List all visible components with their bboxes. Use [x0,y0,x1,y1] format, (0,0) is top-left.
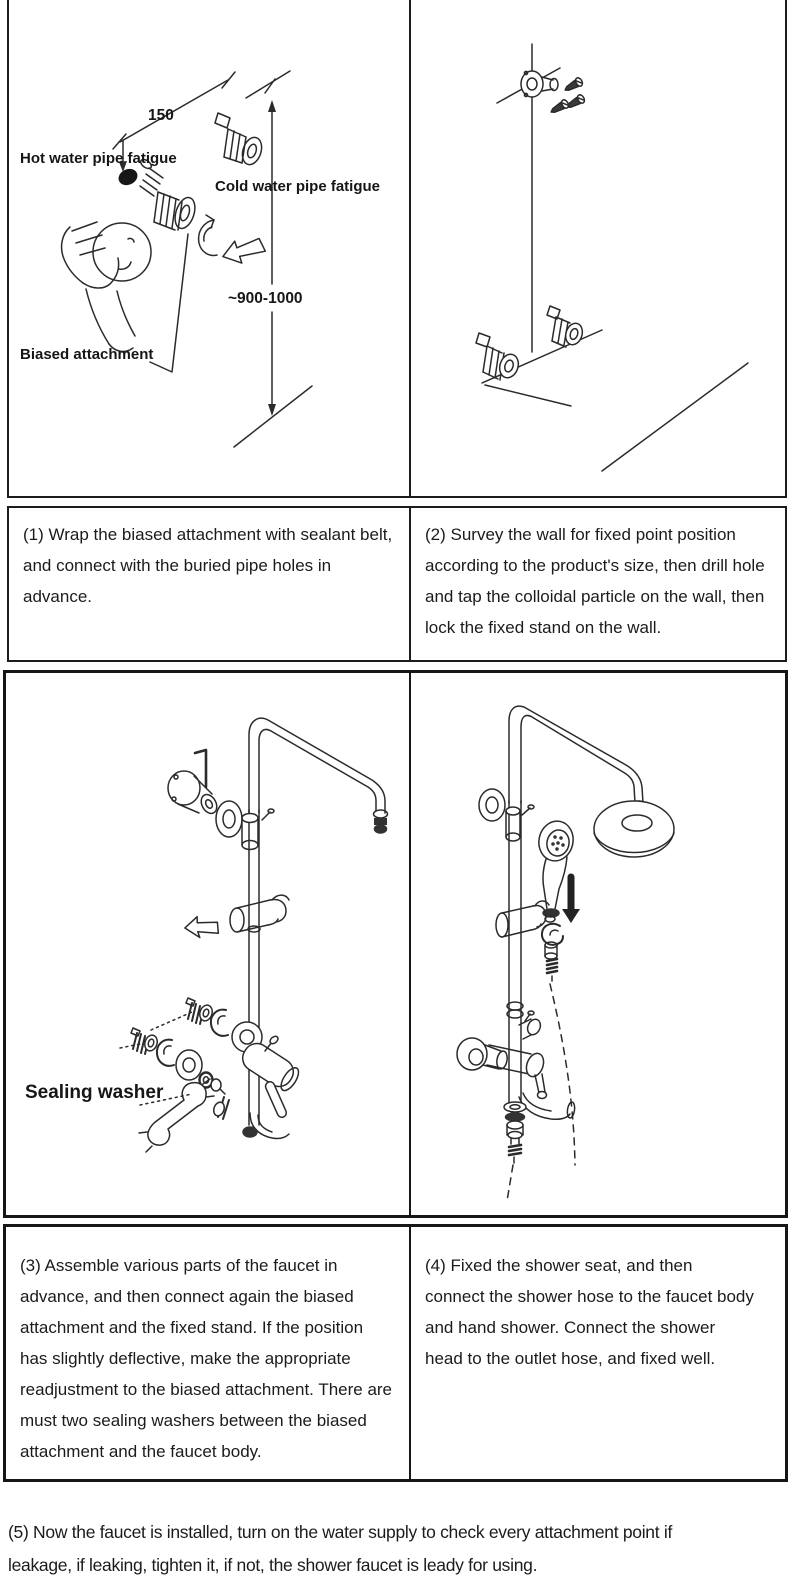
hose-dashed-line [549,983,576,1166]
slider-bracket-drawing [495,900,550,938]
cold-pipe-label: Cold water pipe fatigue [215,178,380,195]
cold-pipe-fitting-drawing [214,112,263,166]
rotate-arrow-icon [197,214,218,257]
shower-head-drawing [593,800,675,858]
step4-drawing [456,705,675,1202]
step2-caption: (2) Survey the wall for fixed point posi… [425,525,765,637]
allen-key-drawing [193,748,208,789]
direction-arrow-icon [222,237,267,264]
step1-caption: (1) Wrap the biased attachment with seal… [23,525,393,606]
step1-caption-cell: (1) Wrap the biased attachment with seal… [9,508,411,660]
step2-illustration [411,0,785,496]
hot-pipe-hole [118,168,138,186]
step5-caption: (5) Now the faucet is installed, turn on… [8,1522,673,1575]
wrench-drawing [138,1078,215,1153]
down-arrow-icon [562,873,580,923]
step3-caption-cell: (3) Assemble various parts of the faucet… [6,1227,411,1479]
pipe-mount-drawing [215,800,275,851]
screws-drawing [550,77,586,113]
biased-attachment-label: Biased attachment [20,346,153,363]
faucet-body-drawing [456,1001,576,1120]
biased-attachment-leader [149,233,189,373]
illustration-row-top: 150 Hot water pipe fatigue Cold water pi… [7,0,787,498]
sealing-washer-label: Sealing washer [25,1082,164,1103]
slider-bracket-drawing [229,894,290,933]
step1-drawing: 150 Hot water pipe fatigue Cold water pi… [20,70,380,448]
step4-illustration [411,673,785,1215]
step4-caption: (4) Fixed the shower seat, and then conn… [425,1256,754,1368]
dimension-900-1000-line [245,70,291,416]
hot-pipe-label: Hot water pipe fatigue [20,150,177,167]
direction-arrow-icon [184,915,220,939]
hand-shower-drawing [538,820,574,923]
step1-illustration: 150 Hot water pipe fatigue Cold water pi… [9,0,411,496]
outlet-dashed-line [506,1164,514,1202]
floor-line [601,362,749,472]
hand-drawing [60,221,152,353]
biased-attachment-drawing [139,158,196,231]
step3-caption: (3) Assemble various parts of the faucet… [20,1256,393,1461]
faucet-body-drawing [212,1021,300,1140]
wall-bracket-drawing [478,788,535,842]
dotted-leader-lines [119,1011,193,1106]
buried-pipe-fittings-drawing [475,305,603,407]
caption-row-top: (1) Wrap the biased attachment with seal… [7,506,787,662]
fixed-stand-drawing [520,70,559,98]
outlet-connector-drawing [503,1101,527,1164]
dimension-150-line [112,71,236,172]
illustration-row-bottom: Sealing washer [3,670,788,1218]
shower-column-drawing [508,705,650,1104]
caption-row-bottom: (3) Assemble various parts of the faucet… [3,1224,788,1482]
shower-column-drawing [247,717,389,1126]
step3-illustration: Sealing washer [6,673,411,1215]
step4-caption-cell: (4) Fixed the shower seat, and then conn… [411,1227,785,1479]
step3-drawing: Sealing washer [25,717,389,1153]
step2-caption-cell: (2) Survey the wall for fixed point posi… [411,508,785,660]
dim-900-1000-label: ~900-1000 [228,290,303,307]
dim-150-label: 150 [148,107,174,124]
wall-flange-drawing [167,770,218,815]
step2-drawing [475,43,749,472]
hose-connector-drawing [540,922,564,982]
sealing-parts-drawing [130,997,229,1095]
floor-line [233,385,313,448]
